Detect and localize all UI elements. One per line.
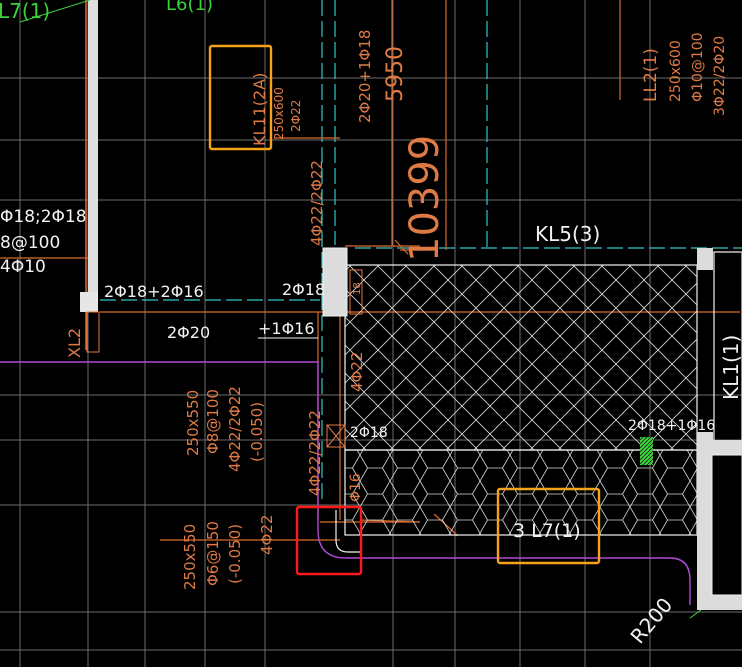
- label-kl1: KL1(1): [719, 335, 742, 400]
- label-beam-a-elev: (-0.050): [248, 402, 266, 462]
- green-rebar-hatch: [640, 437, 653, 465]
- label-left-rebar-3: 4Φ10: [0, 257, 46, 277]
- columns: [322, 247, 742, 610]
- highlight-box-kl11[interactable]: [208, 44, 273, 151]
- label-rebar-2-20: 2Φ20: [167, 323, 210, 342]
- label-rebar-16-small: Φ16: [348, 473, 364, 502]
- purple-slab-edge: [0, 361, 691, 605]
- label-beam-a-size: 250x550: [184, 390, 202, 456]
- label-dim-10399: 10399: [402, 135, 448, 262]
- label-beam-a-rebar: 4Φ22/2Φ22: [226, 386, 244, 472]
- label-rebar-4-22-vert: 4Φ22: [348, 352, 366, 392]
- label-kl11-rebar: 2Φ22: [289, 100, 303, 132]
- label-ll2-stirrup: Φ10@100: [690, 32, 706, 102]
- label-beam-b-rebar: 4Φ22: [258, 515, 276, 555]
- label-dim-5950: 5950: [383, 46, 408, 102]
- highlight-box-l7[interactable]: [496, 487, 601, 565]
- column-markers: [326, 269, 363, 448]
- label-l7-top: L7(1): [0, 0, 50, 23]
- label-kl11: KL11(2A): [250, 73, 269, 146]
- label-r200: R200: [625, 593, 677, 648]
- label-l6-top: L6(1): [166, 0, 213, 15]
- label-kl11-size: 250x600: [272, 87, 286, 140]
- label-beam-b-size: 250x550: [181, 524, 199, 590]
- label-left-rebar-1: Φ18;2Φ18: [0, 207, 87, 227]
- slab-hex-hatch: [344, 449, 698, 536]
- label-rebar-2-18-b: 2Φ18: [350, 425, 388, 441]
- label-beam-b-elev: (-0.050): [226, 524, 244, 584]
- label-rebar-4-22-2-22: 4Φ22/2Φ22: [308, 160, 326, 246]
- label-rebar-4-22-2-22-lower: 4Φ22/2Φ22: [306, 410, 324, 496]
- label-beam-b-stirrup: Φ6@150: [204, 521, 222, 586]
- label-rebar-2-18-1-16: 2Φ18+1Φ16: [628, 418, 715, 434]
- label-rebar-2-18-a: 2Φ18: [282, 280, 325, 299]
- label-xl2: XL2: [65, 328, 84, 358]
- label-l7-box: 3 L7(1): [513, 520, 581, 542]
- label-rebar-vertical-1: 2Φ20+1Φ18: [356, 30, 374, 123]
- beam-center-lines: [100, 0, 742, 500]
- slab-diagonal-hatch: [344, 264, 698, 451]
- highlight-box-red-column[interactable]: [295, 505, 363, 576]
- label-dim-small-18: 18: [352, 282, 363, 295]
- slab-corner-outline: [335, 510, 360, 553]
- label-ll2-rebar: 3Φ22/2Φ20: [712, 36, 728, 116]
- label-rebar-2-18-2-16: 2Φ18+2Φ16: [104, 282, 204, 301]
- label-ll2-size: 250x600: [668, 40, 684, 102]
- label-kl5: KL5(3): [535, 222, 600, 246]
- label-beam-a-stirrup: Φ8@100: [204, 389, 222, 454]
- label-rebar-1-16: +1Φ16: [258, 319, 315, 338]
- label-left-rebar-2: 8@100: [0, 233, 60, 253]
- label-ll2: LL2(1): [641, 48, 661, 102]
- left-wall: [80, 0, 100, 353]
